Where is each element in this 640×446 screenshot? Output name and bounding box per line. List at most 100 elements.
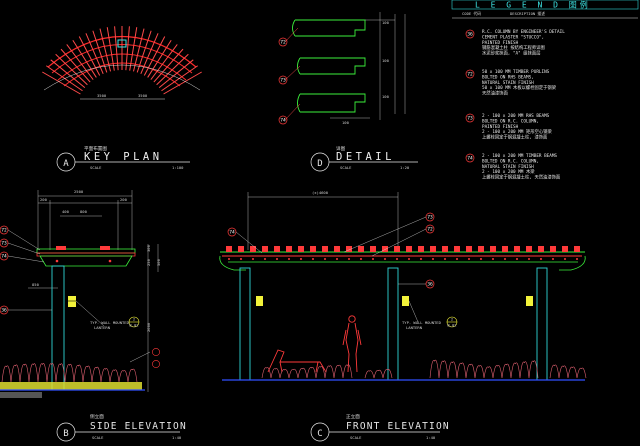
side-dim-height: 2600 — [146, 322, 151, 332]
legend-code-badge — [465, 29, 475, 39]
panel-d-scale-label: SCALE — [340, 165, 352, 170]
side-dim-right-c: 500 — [156, 258, 161, 266]
front-lamp-ref-sheet: B.02 — [447, 323, 456, 328]
front-dim-top: (±)4600 — [312, 190, 329, 195]
front-tag-73: 73 — [427, 215, 433, 221]
side-lamp-ref-num: 2 — [133, 317, 135, 322]
panel-c-title-block: C 正立面 FRONT ELEVATION SCALE 1:40 — [310, 413, 450, 442]
panel-a-letter: A — [63, 159, 69, 169]
legend-panel: L E G E N D 图例 CODE 代码 DESCRIPTION 描述 36… — [451, 0, 639, 181]
front-tags: 74 73 72 36 — [227, 212, 435, 289]
side-dim-top-mid-a: 400 — [62, 209, 70, 214]
legend-description-line: 钢筋混凝土柱 按结构工程师详图 — [482, 44, 545, 51]
side-elevation-drawing: 2500 200 400 800 200 300 250 500 2600 85… — [0, 189, 161, 398]
side-dim-top-left: 200 — [40, 197, 48, 202]
side-lamp-label-2: LANTERN — [94, 325, 111, 330]
panel-b-scale-label: SCALE — [92, 435, 104, 440]
front-tag-72: 72 — [427, 227, 433, 233]
side-dim-top-right: 200 — [120, 197, 128, 202]
legend-description-line: 上螺栓固定于钢混凝土柱, 天然油漆饰面 — [482, 174, 561, 181]
legend-description-line: R.C. COLUMN BY ENGINEER'S DETAIL — [482, 29, 565, 35]
panel-a-title: KEY PLAN — [84, 151, 163, 163]
panel-a-scale: 1:100 — [172, 165, 184, 170]
legend-code-badge — [465, 113, 475, 123]
panel-a-cn-label: 平面布置图 — [84, 145, 107, 152]
legend-description-line: NATURAL STAIN FINISH — [482, 164, 534, 170]
legend-description-line: NATURAL STAIN FINISH — [482, 80, 534, 86]
side-tag-72: 72 — [1, 228, 7, 234]
panel-b-scale: 1:40 — [172, 435, 182, 440]
legend-code-badge — [465, 153, 475, 163]
side-tag-36: 36 — [1, 308, 7, 314]
key-plan-dim-left: 3500 — [97, 93, 107, 98]
legend-description-line: 2 - 100 x 200 MM 矩形空心钢梁 — [482, 128, 552, 135]
panel-b-title-block: B 侧立面 SIDE ELEVATION SCALE 1:40 — [56, 413, 187, 442]
panel-c-cn-label: 正立面 — [346, 413, 360, 420]
panel-a-scale-label: SCALE — [90, 165, 102, 170]
detail-dim-4: 100 — [342, 120, 350, 125]
detail-tag-73: 73 — [280, 78, 286, 84]
legend-code: 72 — [467, 72, 473, 78]
panel-d-title-block: D 详图 DETAIL SCALE 1:20 — [310, 145, 418, 172]
legend-code: 74 — [467, 156, 473, 162]
panel-a-title-block: A 平面布置图 KEY PLAN SCALE 1:100 — [56, 145, 190, 172]
detail-tag-72: 72 — [280, 40, 286, 46]
side-dim-top-mid-b: 800 — [80, 209, 88, 214]
front-lamp-ref-num: 2 — [451, 317, 453, 322]
legend-description-line: 天然油漆饰面 — [482, 90, 508, 97]
legend-code: 36 — [467, 32, 473, 38]
panel-c-scale: 1:40 — [426, 435, 436, 440]
panel-d-cn-label: 详图 — [336, 145, 346, 152]
side-dim-left: 850 — [32, 282, 40, 287]
legend-description-line: 2 - 100 x 200 MM TIMBER BEAMS — [482, 153, 557, 159]
detail-dim-2: 100 — [382, 58, 390, 63]
detail-drawing — [284, 12, 406, 121]
legend-code-badge — [465, 69, 475, 79]
detail-tag-74: 74 — [280, 118, 286, 124]
front-tag-74: 74 — [229, 230, 235, 236]
legend-description-line: 50 x 100 MM 木板以螺栓固定于钢梁 — [482, 84, 557, 91]
panel-c-letter: C — [317, 429, 322, 439]
legend-description-line: 2 - 100 x 200 MM RHS BEAMS — [482, 113, 550, 119]
side-dim-right-b: 250 — [146, 258, 151, 266]
front-tag-36: 36 — [427, 282, 433, 288]
legend-description-line: 上螺栓固定于钢混凝土柱, 漆饰面 — [482, 134, 548, 141]
legend-description-line: PAINTED FINISH — [482, 124, 519, 130]
legend-description-line: 2 - 100 x 200 MM 木梁 — [482, 168, 535, 175]
panel-d-letter: D — [317, 159, 322, 169]
legend-description-line: BOLTED ON R.C. COLUMN, — [482, 118, 539, 124]
legend-title: L E G E N D 图例 — [475, 0, 591, 10]
side-lamp-ref-sheet: B.02 — [129, 323, 138, 328]
panel-c-title: FRONT ELEVATION — [346, 421, 450, 432]
legend-description-line: BOLTED ON RHS BEAMS, — [482, 74, 534, 80]
legend-description-line: 50 x 100 MM TIMBER PURLINS — [482, 69, 550, 75]
side-dim-top-total: 2500 — [74, 189, 84, 194]
side-dim-right-a: 300 — [146, 244, 151, 252]
side-tag-73: 73 — [1, 241, 7, 247]
legend-col-description: DESCRIPTION 描述 — [510, 11, 545, 16]
detail-tags: 72 73 74 100 100 100 100 — [278, 20, 390, 125]
panel-b-title: SIDE ELEVATION — [90, 421, 187, 432]
detail-dim-3: 100 — [382, 94, 390, 99]
legend-description-line: 水泥砂浆抹面, "A" 级抹面层 — [482, 50, 541, 57]
panel-d-scale: 1:20 — [400, 165, 410, 170]
side-tags: 72 73 74 36 — [0, 225, 52, 315]
key-plan-drawing: 3500 3500 — [42, 26, 202, 100]
legend-col-code: CODE 代码 — [462, 11, 481, 16]
front-lamp-label-1: TYP. WALL MOUNTED — [402, 320, 442, 325]
legend-code: 73 — [467, 116, 473, 122]
legend-description-line: CEMENT PLASTER "STUCCO", — [482, 34, 544, 40]
legend-description-line: PAINTED FINISH — [482, 40, 519, 46]
panel-b-cn-label: 侧立面 — [90, 413, 104, 420]
panel-d-title: DETAIL — [336, 151, 395, 163]
front-lamp-label-2: LANTERN — [406, 325, 423, 330]
side-lamp-label-1: TYP. WALL MOUNTED — [90, 320, 130, 325]
front-elevation-drawing: (±)4600 TYP. WALL MOUNTED LANTERN 2 B.02 — [219, 190, 587, 381]
key-plan-dim-right: 3500 — [138, 93, 148, 98]
side-tag-74: 74 — [1, 254, 7, 260]
panel-c-scale-label: SCALE — [350, 435, 362, 440]
legend-description-line: BOLTED ON R.C. COLUMN, — [482, 158, 539, 164]
detail-dim-1: 100 — [382, 20, 390, 25]
panel-b-letter: B — [63, 429, 68, 439]
